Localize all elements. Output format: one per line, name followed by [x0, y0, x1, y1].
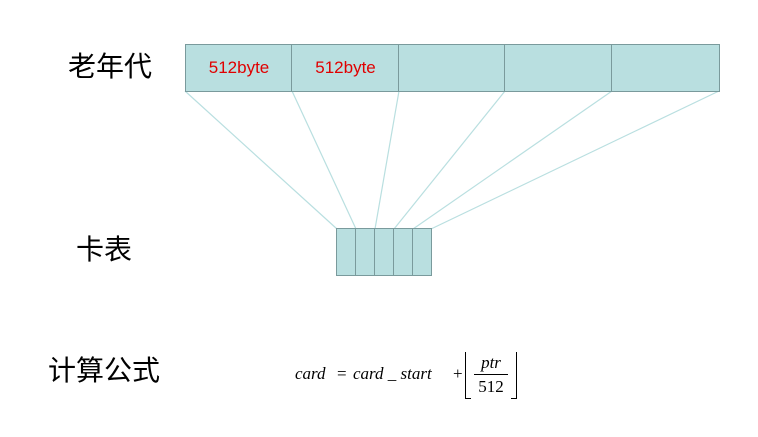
fraction-denominator: 512	[478, 377, 504, 396]
fraction-numerator: ptr	[481, 353, 501, 372]
old-gen-label: 老年代	[68, 50, 153, 83]
old-gen-cell-label: 512byte	[315, 58, 376, 77]
card-table-label: 卡表	[76, 233, 133, 266]
old-gen-cell	[504, 44, 613, 92]
old-gen-cell: 512byte	[291, 44, 400, 92]
floor-bracket-left	[465, 352, 471, 399]
connector-line	[374, 90, 400, 230]
connector-line	[184, 90, 338, 230]
connector-line	[393, 90, 506, 230]
fraction-bar	[474, 374, 508, 375]
card-cell	[374, 228, 395, 276]
old-gen-cell-label: 512byte	[208, 58, 270, 77]
connector-line	[291, 90, 357, 230]
formula-equals: =	[337, 364, 347, 383]
card-cell	[393, 228, 414, 276]
old-gen-cell	[398, 44, 506, 92]
formula-card-start: card _ start	[353, 364, 432, 383]
card-cell	[355, 228, 376, 276]
connector-line	[412, 90, 613, 230]
floor-fraction: ptr 512	[465, 350, 517, 402]
old-gen-cell: 512byte	[185, 44, 293, 92]
formula-label: 计算公式	[48, 354, 161, 387]
formula-lhs: card	[295, 364, 326, 383]
connector-line	[430, 90, 720, 230]
card-cell	[412, 228, 432, 276]
card-cell	[336, 228, 357, 276]
floor-bracket-right	[511, 352, 517, 399]
formula-plus: +	[453, 364, 463, 383]
old-gen-cell	[611, 44, 720, 92]
